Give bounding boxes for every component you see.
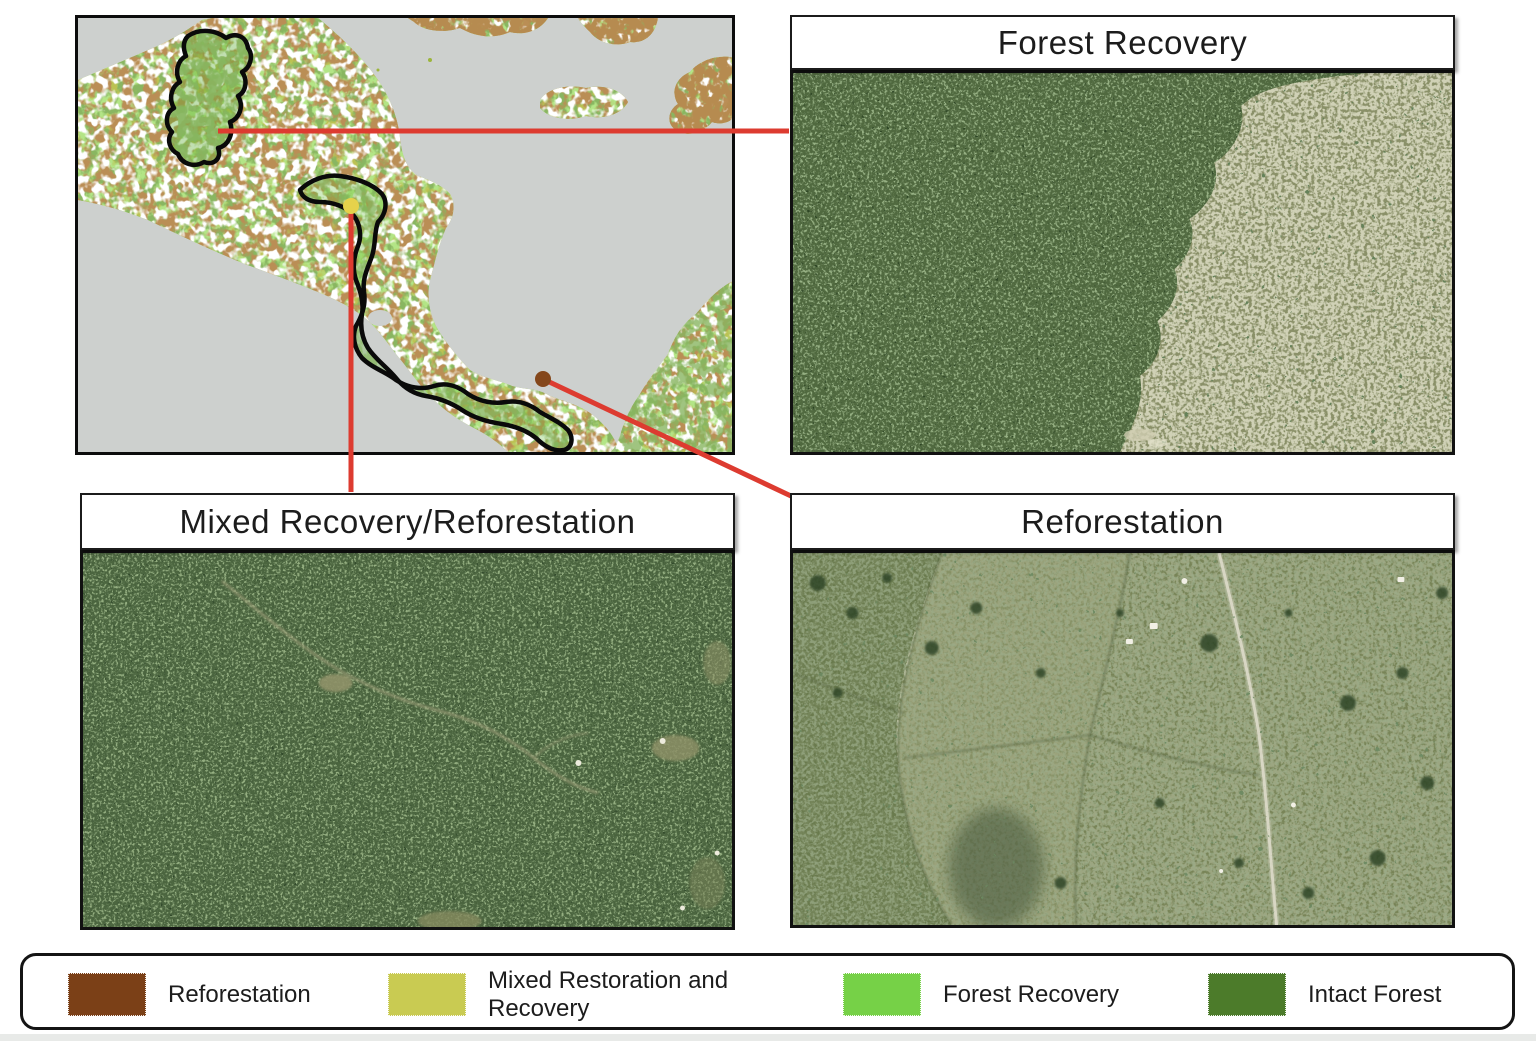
- panel-mixed-recovery-reforestation: Mixed Recovery/Reforestation: [80, 493, 735, 931]
- small-cay: [428, 58, 432, 62]
- trail: [220, 579, 732, 931]
- legend-label: Intact Forest: [1308, 980, 1442, 1008]
- page-edge-strip: [0, 1034, 1536, 1041]
- map-graphic: [78, 18, 732, 452]
- legend-swatch-reforestation: [68, 973, 146, 1016]
- panel-title-text: Mixed Recovery/Reforestation: [179, 502, 636, 540]
- satellite-image-reforestation: [790, 550, 1455, 928]
- legend-swatch-intact-forest: [1208, 973, 1286, 1016]
- legend-item-mixed-restoration: Mixed Restoration and Recovery: [388, 956, 748, 1033]
- panel-title-text: Reforestation: [1021, 502, 1224, 540]
- legend-label: Reforestation: [168, 980, 311, 1008]
- panel-title-mixed: Mixed Recovery/Reforestation: [80, 493, 735, 550]
- classification-map: [75, 15, 735, 455]
- legend: Reforestation Mixed Restoration and Reco…: [20, 953, 1515, 1030]
- legend-label: Forest Recovery: [943, 980, 1120, 1008]
- legend-item-forest-recovery: Forest Recovery: [843, 956, 1119, 1033]
- lake-nicaragua: [368, 310, 392, 326]
- panel-title-forest-recovery: Forest Recovery: [790, 15, 1455, 70]
- legend-swatch-mixed-restoration: [388, 973, 466, 1016]
- legend-swatch-forest-recovery: [843, 973, 921, 1016]
- panel-title-reforestation: Reforestation: [790, 493, 1455, 550]
- panel-title-text: Forest Recovery: [997, 23, 1248, 61]
- tree-clumps: [809, 573, 1449, 899]
- legend-label: Mixed Restoration and Recovery: [488, 966, 729, 1022]
- building-dots: [575, 738, 720, 911]
- small-cay: [376, 68, 380, 72]
- satellite-image-mixed: [80, 550, 735, 931]
- legend-item-reforestation: Reforestation: [68, 956, 311, 1033]
- panel-reforestation: Reforestation: [790, 493, 1455, 928]
- satellite-image-forest-recovery: [790, 70, 1455, 455]
- building-dots: [1125, 577, 1405, 873]
- panel-forest-recovery: Forest Recovery: [790, 15, 1455, 455]
- legend-item-intact-forest: Intact Forest: [1208, 956, 1441, 1033]
